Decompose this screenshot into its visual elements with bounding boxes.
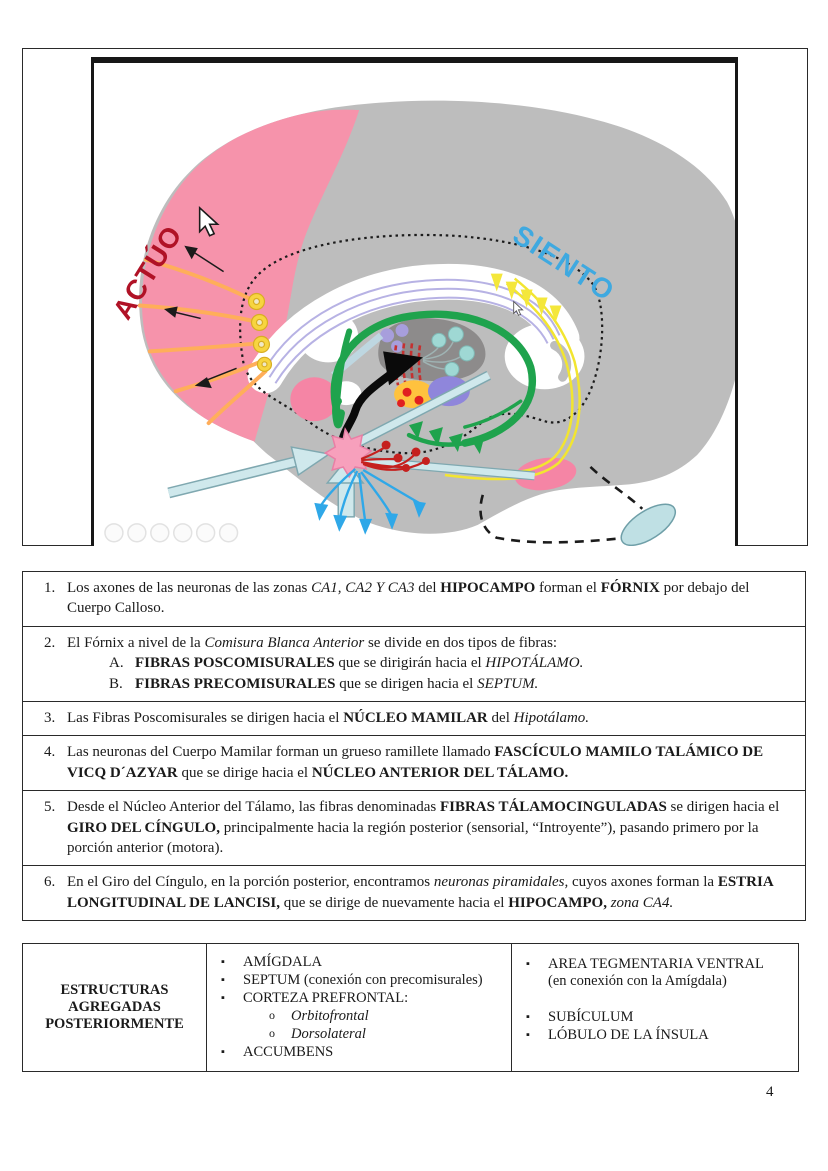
tool-button-3-icon[interactable] [150,523,170,543]
note-row-3: 3. Las Fibras Poscomisurales se dirigen … [23,700,805,735]
structures-table-middle-column: ▪ AMÍGDALA ▪ SEPTUM (conexión con precomis… [207,944,512,1071]
septal-cells-yellow [247,292,273,372]
list-item-text: Las neuronas del Cuerpo Mamilar forman u… [67,744,764,781]
list-item-text: Desde el Núcleo Anterior del Tálamo, las… [67,799,780,856]
brain-figure: ACTÚO SIENTO [91,57,738,546]
struct-subitem: o Dorsolateral [269,1026,505,1043]
structures-table: ESTRUCTURAS AGREGADAS POSTERIORMENTE ▪ AM… [22,943,799,1072]
struct-item: ▪ AMÍGDALA [221,954,505,971]
hippocampus-pink-blob [514,457,577,491]
struct-line: (en conexión con la Amígdala) [548,973,727,989]
struct-item: ▪ AREA TEGMENTARIA VENTRAL (en conexión … [526,956,792,990]
square-bullet-icon: ▪ [221,956,225,968]
subitem-letter: A. [109,655,124,672]
note-row-4: 4. Las neuronas del Cuerpo Mamilar forma… [23,735,805,790]
blue-neuron-branches [320,468,420,521]
frontal-small-arrows [163,245,237,389]
struct-item-text: LÓBULO DE LA ÍNSULA [548,1027,709,1043]
struct-item: ▪ SUBÍCULUM [526,1009,792,1026]
corpus-callosum-lines [262,278,561,384]
structures-table-right-column: ▪ AREA TEGMENTARIA VENTRAL (en conexión … [512,944,798,1071]
notes-list: 1. Los axones de las neuronas de las zon… [22,571,806,922]
list-item-number: 6. [44,874,56,891]
structures-table-header: ESTRUCTURAS AGREGADAS POSTERIORMENTE [23,944,207,1071]
struct-item-text: Orbitofrontal [291,1008,369,1024]
struct-item: ▪ SEPTUM (conexión con precomisurales) [221,972,505,989]
amygdala-pink-blob [290,377,339,422]
brainstem-dashed-outline [479,466,644,544]
output-rod-lower [352,455,536,481]
struct-item: ▪ LÓBULO DE LA ÍNSULA [526,1027,792,1044]
small-cursor [513,300,524,316]
square-bullet-icon: ▪ [526,958,530,970]
note-row-2-sub-b: B. FIBRAS PRECOMISURALES que se dirigen … [109,674,791,694]
note-row-5: 5. Desde el Núcleo Anterior del Tálamo, … [23,790,805,865]
habenula-teal-flowers [422,326,475,377]
subitem-text: FIBRAS POSCOMISURALES que se dirigirán h… [135,655,584,672]
red-neuron-dots [381,440,430,472]
list-item-text: En el Giro del Cíngulo, en la porción po… [67,874,773,911]
note-row-6: 6. En el Giro del Cíngulo, en la porción… [23,865,805,920]
list-item-text: El Fórnix a nivel de la Comisura Blanca … [67,633,795,694]
list-item-number: 5. [44,799,56,816]
note-row-2-intro: El Fórnix a nivel de la Comisura Blanca … [67,634,558,651]
column-spacer [526,991,792,1008]
struct-item-text: AREA TEGMENTARIA VENTRAL (en conexión co… [548,956,764,990]
struct-item-text: ACCUMBENS [243,1044,334,1060]
struct-subitem: o Orbitofrontal [269,1008,505,1025]
struct-line: AREA TEGMENTARIA VENTRAL [548,956,764,972]
note-row-2-sub-a: A. FIBRAS POSCOMISURALES que se dirigirá… [109,653,791,673]
yellow-arrowheads [490,273,562,323]
figure-toolbar [104,523,239,543]
tool-button-6-icon[interactable] [218,523,239,543]
thalamic-nuclei-purple [380,323,409,353]
square-bullet-icon: ▪ [221,1046,225,1058]
struct-item: ▪ ACCUMBENS [221,1044,505,1061]
input-arrow-left [167,446,332,499]
square-bullet-icon: ▪ [221,992,225,1004]
struct-item-text: Dorsolateral [291,1026,366,1042]
struct-item-text: CORTEZA PREFRONTAL: [243,990,409,1006]
list-item-text: Las Fibras Poscomisurales se dirigen hac… [67,709,590,726]
list-item-number: 1. [44,580,56,596]
prefrontal-fibers-orange [137,257,268,426]
circle-bullet-icon: o [269,1008,275,1022]
mammillary-star-pink [323,427,373,479]
struct-item-text: SUBÍCULUM [548,1009,634,1025]
figure-outer-box: ACTÚO SIENTO [22,48,808,546]
list-item-number: 2. [44,634,56,651]
note-row-2: 2. El Fórnix a nivel de la Comisura Blan… [23,625,805,701]
struct-item-text: SEPTUM (conexión con precomisurales) [243,972,483,988]
tool-button-5-icon[interactable] [195,523,216,543]
page-number: 4 [766,1084,774,1100]
subitem-text: FIBRAS PRECOMISURALES que se dirigen hac… [135,675,539,692]
cerebellum-ellipse [620,503,677,546]
note-row-1: 1. Los axones de las neuronas de las zon… [23,572,805,626]
subitem-letter: B. [109,675,123,692]
struct-item: ▪ CORTEZA PREFRONTAL: [221,990,505,1007]
square-bullet-icon: ▪ [221,974,225,986]
list-item-number: 4. [44,744,56,761]
red-nuclei-dots [397,387,424,408]
list-item-number: 3. [44,709,56,726]
circle-bullet-icon: o [269,1026,275,1040]
tool-button-1-icon[interactable] [104,523,124,543]
tool-button-4-icon[interactable] [173,523,193,543]
struct-item-text: AMÍGDALA [243,954,322,970]
mouse-cursor[interactable] [198,205,220,237]
tool-button-2-icon[interactable] [127,523,147,543]
frontal-lobe-pink [141,109,360,446]
square-bullet-icon: ▪ [526,1011,530,1023]
list-item-text: Los axones de las neuronas de las zonas … [67,580,750,617]
blue-neuron-arrowheads [314,500,426,535]
square-bullet-icon: ▪ [526,1029,530,1041]
output-rod-upper [346,370,492,452]
fornix-arrowheads [409,421,485,455]
